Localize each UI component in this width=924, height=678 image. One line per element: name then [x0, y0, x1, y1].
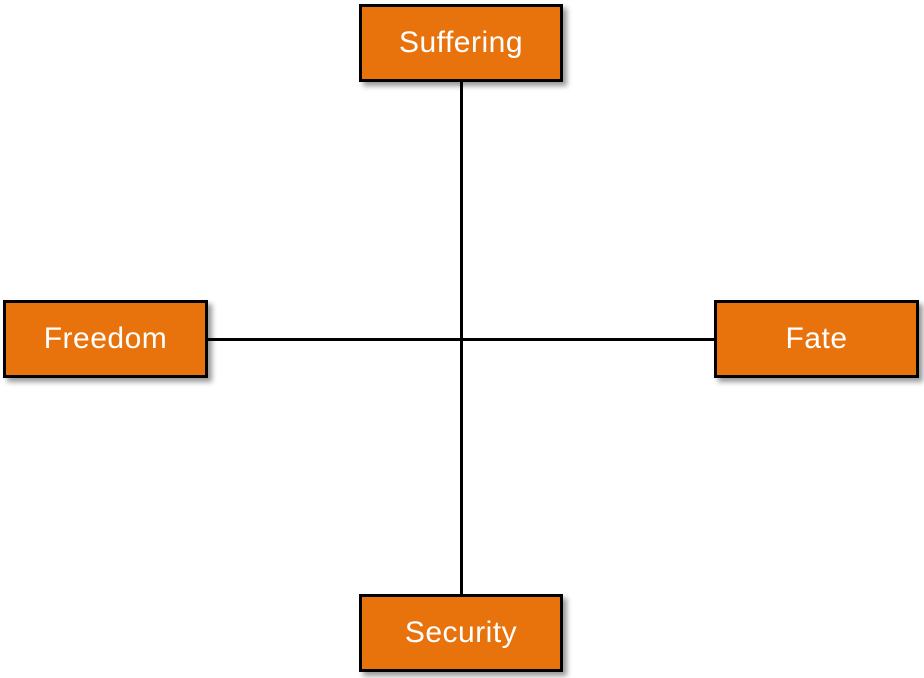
node-freedom: Freedom [3, 300, 208, 378]
node-fate: Fate [714, 300, 919, 378]
node-fate-label: Fate [785, 322, 848, 355]
node-suffering-label: Suffering [398, 26, 524, 59]
node-security: Security [359, 594, 563, 672]
horizontal-connector-line [206, 338, 716, 341]
node-security-label: Security [404, 616, 518, 649]
node-suffering: Suffering [359, 4, 563, 82]
node-freedom-label: Freedom [43, 322, 168, 355]
